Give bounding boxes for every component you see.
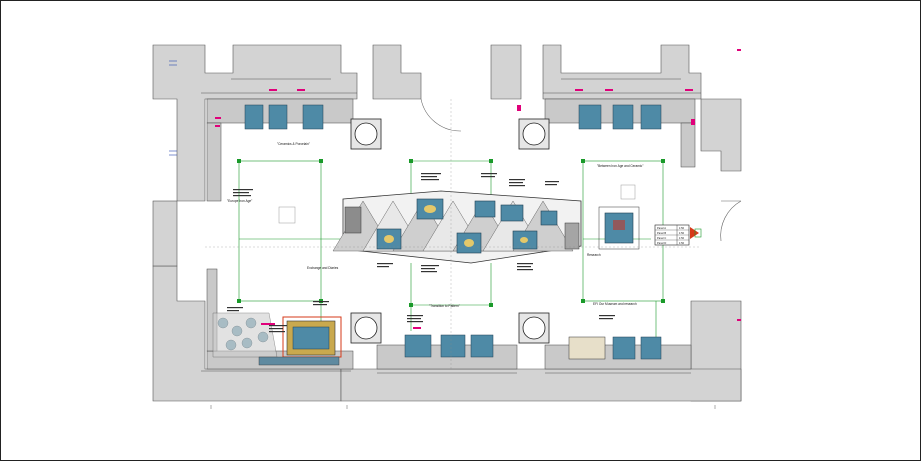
grid-markers bbox=[169, 60, 177, 156]
showcase bbox=[612, 104, 634, 130]
door-swing-icon bbox=[720, 200, 742, 242]
display-wall-right-panel bbox=[680, 122, 696, 168]
showcase bbox=[302, 104, 324, 130]
wall-bottom-left bbox=[152, 265, 342, 402]
wall-top-left bbox=[152, 44, 358, 202]
showcase bbox=[500, 204, 524, 222]
frame-research bbox=[598, 206, 640, 250]
showcase bbox=[268, 104, 288, 130]
wall-bottom bbox=[340, 368, 742, 402]
annotation-marks bbox=[215, 49, 741, 329]
central-island bbox=[332, 190, 582, 264]
legend-value-3: 1:50 bbox=[679, 236, 685, 240]
display-walls bbox=[206, 98, 696, 370]
section-label-prehistoric: "Europe Iron Age" bbox=[227, 199, 252, 203]
legend-value-2: 1:50 bbox=[679, 231, 685, 235]
showcase bbox=[440, 334, 466, 358]
columns bbox=[350, 118, 550, 344]
showcase bbox=[470, 334, 494, 358]
wall-right bbox=[700, 98, 742, 172]
disc-pedestal bbox=[212, 312, 278, 358]
showcase bbox=[474, 200, 496, 218]
island-end-right bbox=[564, 222, 580, 250]
door-swing-top bbox=[420, 98, 462, 132]
showcase bbox=[244, 104, 264, 130]
note-blocks bbox=[227, 173, 615, 333]
showcase bbox=[640, 104, 662, 130]
showcase bbox=[640, 336, 662, 360]
legend-value-1: 1:50 bbox=[679, 226, 685, 230]
display-strip bbox=[258, 356, 340, 366]
legend-row-3: Panel C bbox=[657, 236, 666, 240]
showcase-light bbox=[568, 336, 606, 360]
showcase bbox=[540, 210, 558, 226]
exit-arrow-icon bbox=[690, 227, 699, 239]
display-wall-left-lower bbox=[206, 268, 218, 352]
wall-top-middle-right bbox=[490, 44, 522, 100]
walls bbox=[152, 44, 742, 402]
legend-row-4: Panel D bbox=[657, 241, 666, 245]
showcase bbox=[404, 334, 432, 358]
island-end-left bbox=[344, 206, 362, 234]
showcase bbox=[578, 104, 602, 130]
section-label-museum: EFI Our Museum and research bbox=[593, 302, 637, 306]
section-label-transition: "Transition to Pattern" bbox=[429, 304, 460, 308]
display-wall-left-panel bbox=[206, 122, 222, 202]
legend-value-4: 1:50 bbox=[679, 241, 685, 245]
legend-row-2: Panel B bbox=[657, 231, 666, 235]
section-label-mid-asia: "Between Iron Age and Ceramic" bbox=[597, 164, 643, 168]
wall-left-strip bbox=[152, 200, 178, 267]
legend-row-1: Panel A bbox=[657, 226, 666, 230]
section-label-ceramics: "Ceramics & Porcelain" bbox=[277, 142, 310, 146]
dimension-lines bbox=[201, 78, 716, 409]
section-label-exchange: Exchange and Diaries bbox=[307, 266, 339, 270]
legend-table bbox=[654, 224, 690, 246]
wall-top-middle bbox=[372, 44, 422, 100]
showcase bbox=[612, 336, 636, 360]
section-label-research: Research bbox=[587, 253, 601, 257]
